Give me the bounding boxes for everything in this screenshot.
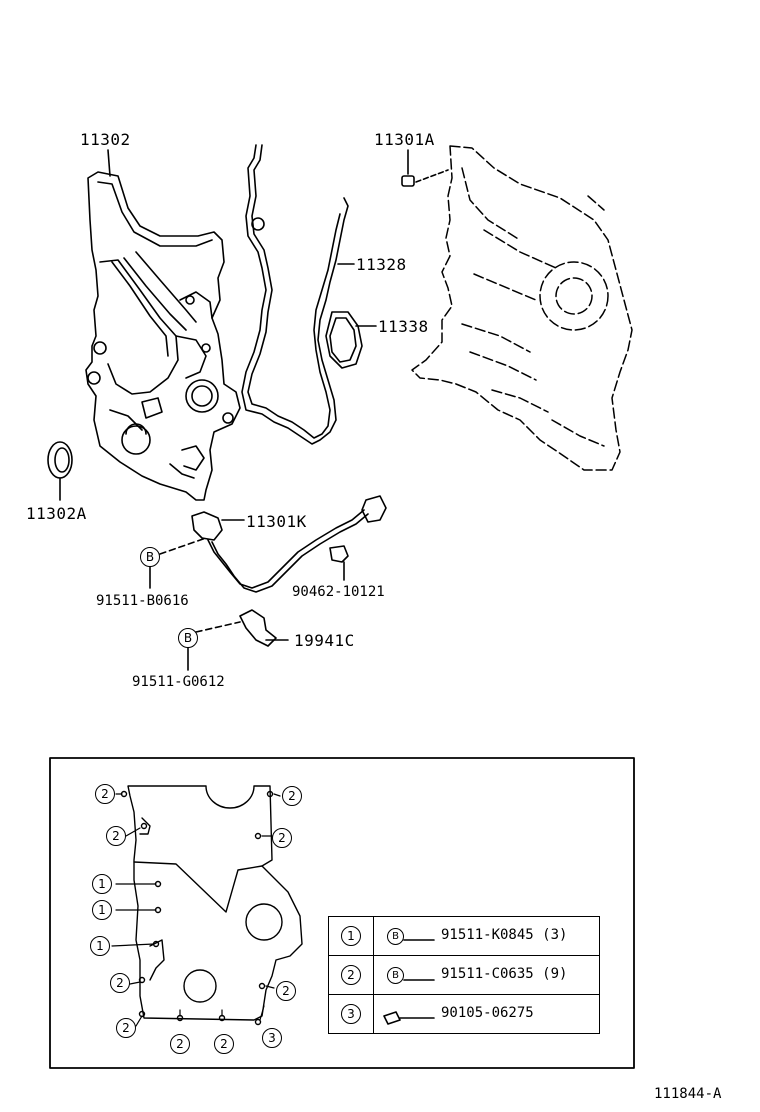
callout-2: 2 xyxy=(272,828,292,848)
legend-divider xyxy=(373,917,374,955)
legend-part-number: 91511-C0635 (9) xyxy=(441,966,568,982)
legend-number: 2 xyxy=(341,965,361,985)
legend-bolt-symbol: B xyxy=(387,967,404,984)
label-19941c: 19941C xyxy=(294,631,355,650)
callout-2: 2 xyxy=(282,786,302,806)
legend-divider xyxy=(373,956,374,994)
callout-3: 3 xyxy=(262,1028,282,1048)
callout-2: 2 xyxy=(170,1034,190,1054)
legend-number: 1 xyxy=(341,926,361,946)
crankshaft-sensor xyxy=(191,495,387,593)
callout-2: 2 xyxy=(276,981,296,1001)
oil-seal-11338 xyxy=(325,311,363,369)
legend-part-number: 91511-K0845 (3) xyxy=(441,927,568,943)
callout-2: 2 xyxy=(214,1034,234,1054)
crank-oil-seal xyxy=(47,441,73,501)
inset-cover-outline xyxy=(120,785,303,1026)
label-91511-g0612: 91511-G0612 xyxy=(132,674,225,690)
legend-divider xyxy=(373,995,374,1034)
wire-clamp xyxy=(329,545,349,581)
callout-2: 2 xyxy=(95,784,115,804)
legend-row: 2 B 91511-C0635 (9) xyxy=(329,956,599,995)
label-11328: 11328 xyxy=(356,255,407,274)
timing-chain-cover xyxy=(85,171,241,501)
bolt-b-symbol: B xyxy=(140,547,160,567)
inset-frame xyxy=(49,757,635,1069)
label-11338: 11338 xyxy=(378,317,429,336)
reference-number: 111844-A xyxy=(654,1086,722,1102)
callout-1: 1 xyxy=(92,900,112,920)
label-11301k: 11301K xyxy=(246,512,307,531)
gasket-11328 xyxy=(241,144,349,445)
legend-part-number: 90105-06275 xyxy=(441,1005,534,1021)
callout-2: 2 xyxy=(110,973,130,993)
label-11302a: 11302A xyxy=(26,504,87,523)
cylinder-block xyxy=(411,145,633,471)
callout-1: 1 xyxy=(90,936,110,956)
bolt-b-symbol: B xyxy=(178,628,198,648)
sensor-bracket xyxy=(239,609,289,647)
callout-2: 2 xyxy=(116,1018,136,1038)
legend-row: 3 90105-06275 xyxy=(329,995,599,1034)
legend-bolt-symbol: B xyxy=(387,928,404,945)
legend-number: 3 xyxy=(341,1004,361,1024)
bolt-legend-table: 1 B 91511-K0845 (3) 2 B 91511-C0635 (9) … xyxy=(328,916,600,1034)
label-90462-10121: 90462-10121 xyxy=(292,584,385,600)
knock-pin xyxy=(401,149,449,187)
legend-row: 1 B 91511-K0845 (3) xyxy=(329,917,599,956)
callout-1: 1 xyxy=(92,874,112,894)
label-91511-b0616: 91511-B0616 xyxy=(96,593,189,609)
label-11301a: 11301A xyxy=(374,130,435,149)
callout-2: 2 xyxy=(106,826,126,846)
label-11302: 11302 xyxy=(80,130,131,149)
